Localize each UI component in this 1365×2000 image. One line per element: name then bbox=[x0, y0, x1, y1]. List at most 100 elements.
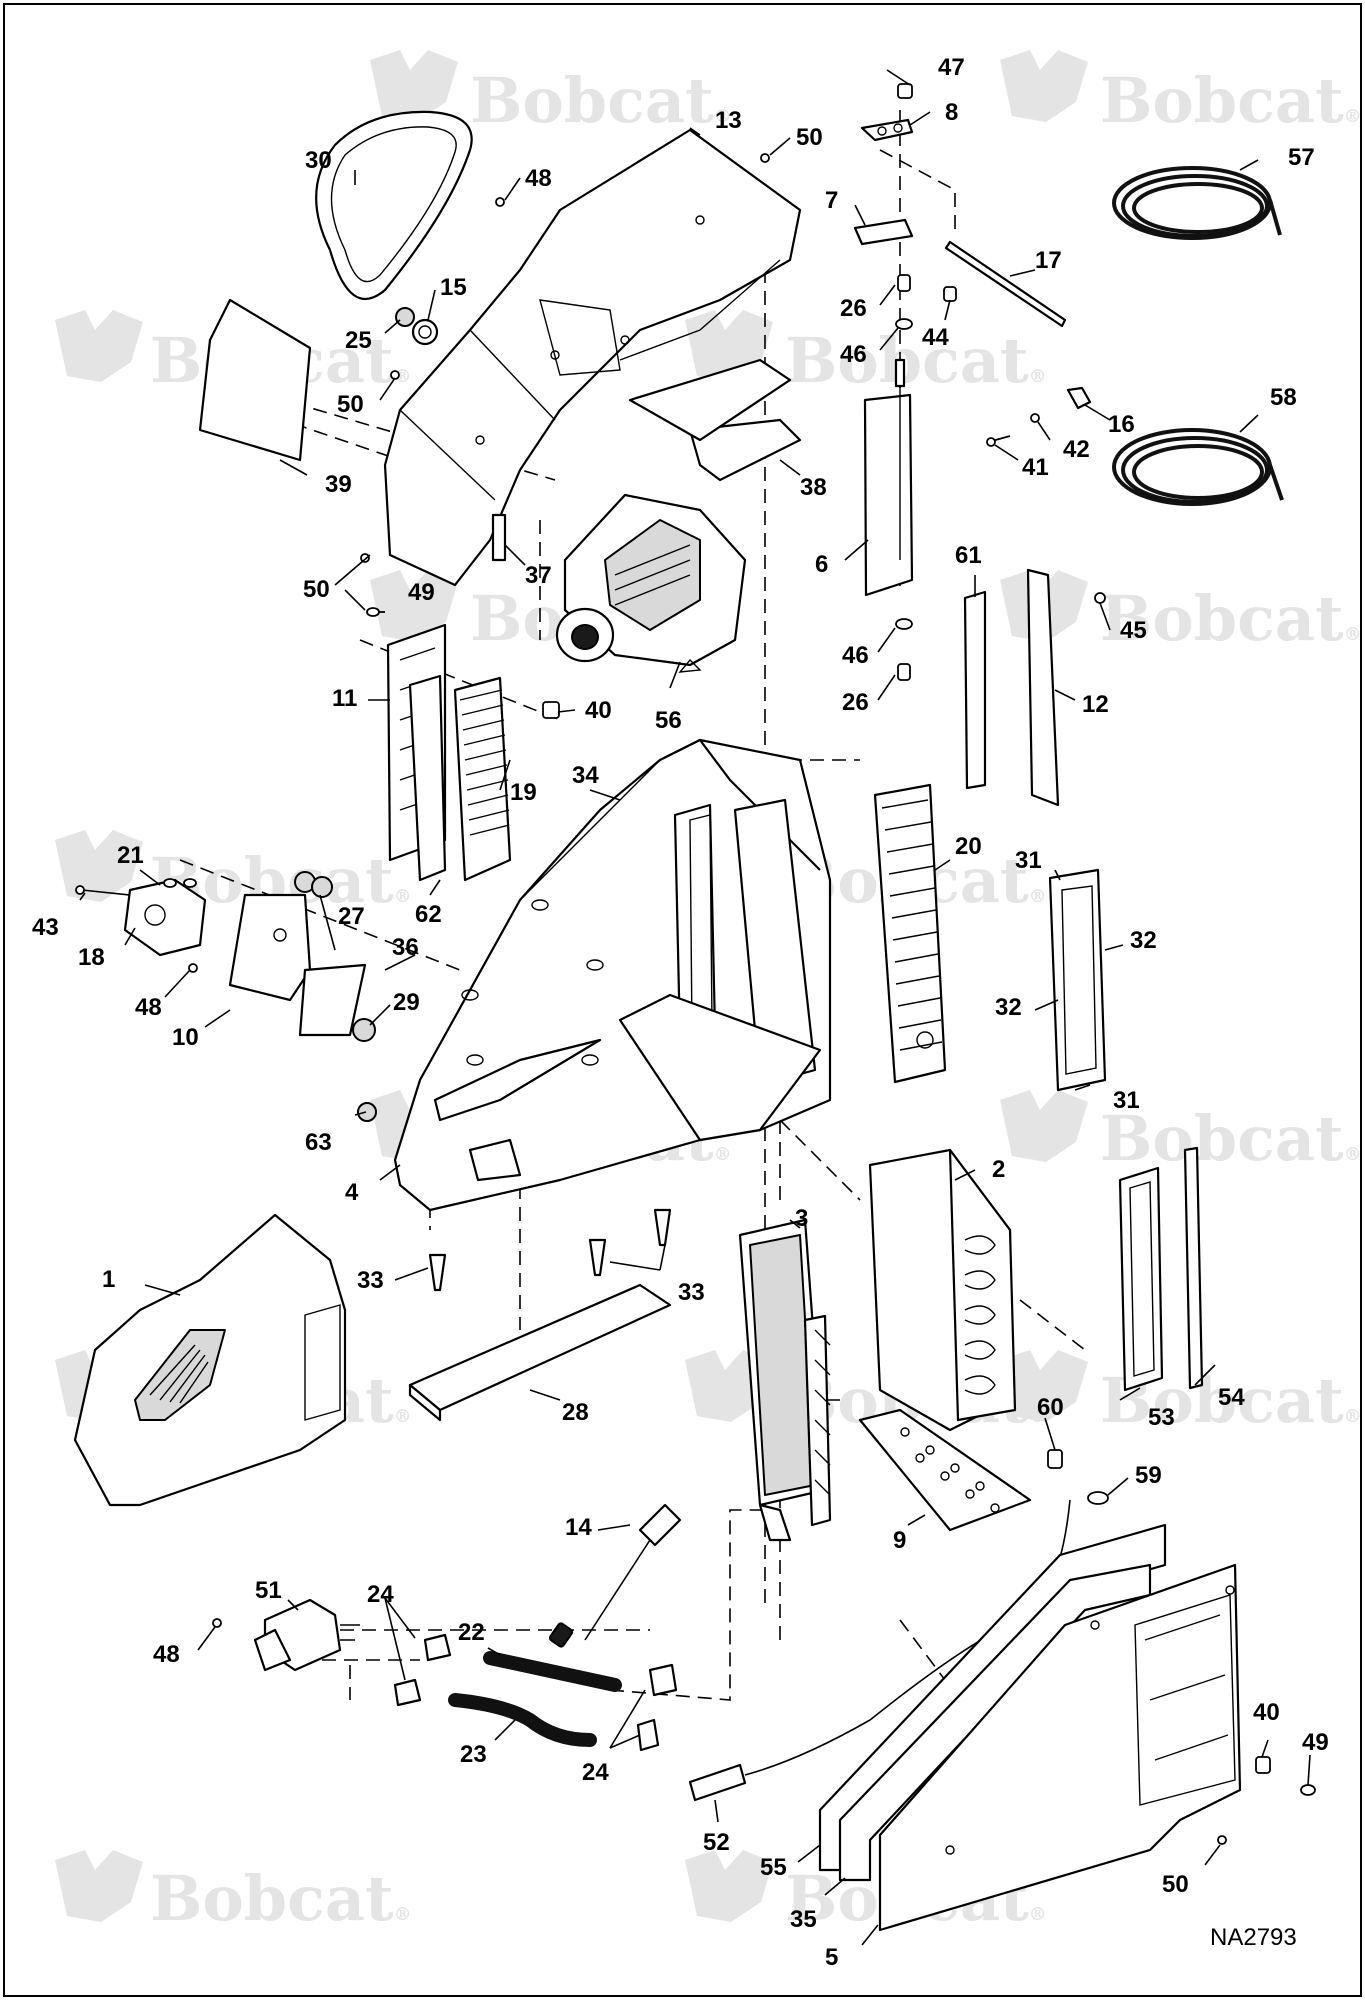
part-26-nut-upper bbox=[897, 274, 911, 292]
callout-46-lower: 46 bbox=[842, 642, 869, 669]
bobcat-watermark-6: Bobcat® bbox=[1100, 582, 1362, 655]
callout-19: 19 bbox=[510, 779, 537, 806]
callout-10: 10 bbox=[172, 1024, 199, 1051]
part-25-grommet bbox=[395, 307, 415, 327]
callout-40-upper: 40 bbox=[585, 697, 612, 724]
part-39-filter-pad bbox=[198, 298, 312, 462]
part-53-seal bbox=[1118, 1166, 1164, 1392]
part-5-side-panel bbox=[878, 1563, 1242, 1932]
part-34-main-housing bbox=[393, 738, 832, 1212]
callout-28: 28 bbox=[562, 1399, 589, 1426]
part-63-grommet bbox=[357, 1102, 377, 1122]
callout-11: 11 bbox=[332, 685, 357, 712]
part-41-screw bbox=[986, 435, 1011, 447]
bobcat-watermark-14: Bobcat® bbox=[150, 1862, 412, 1935]
callout-44: 44 bbox=[922, 324, 949, 351]
bobcat-watermark-logo-5 bbox=[370, 570, 458, 642]
callout-37: 37 bbox=[525, 562, 552, 589]
part-6-door bbox=[863, 358, 914, 597]
part-40-nut-lower bbox=[1255, 1756, 1271, 1774]
part-49-clip bbox=[366, 607, 385, 617]
part-49-clip-lower bbox=[1300, 1784, 1316, 1796]
part-20-filter-frame bbox=[873, 783, 947, 1084]
callout-26-upper: 26 bbox=[840, 295, 867, 322]
part-54-seal bbox=[1183, 1146, 1204, 1390]
callout-30: 30 bbox=[305, 147, 332, 174]
part-42-washer bbox=[1030, 413, 1040, 423]
callout-58: 58 bbox=[1270, 384, 1297, 411]
part-59-clamp bbox=[1087, 1491, 1109, 1505]
callout-26-lower: 26 bbox=[842, 689, 869, 716]
callout-3: 3 bbox=[795, 1205, 808, 1232]
callout-27: 27 bbox=[338, 903, 365, 930]
part-26-nut-lower bbox=[897, 663, 911, 681]
callout-46-upper: 46 bbox=[840, 341, 867, 368]
callout-50-mid: 50 bbox=[303, 576, 330, 603]
bobcat-watermark-10: Bobcat® bbox=[1100, 1102, 1362, 1175]
part-43-bolt bbox=[75, 885, 131, 896]
callout-24-lower: 24 bbox=[582, 1759, 609, 1786]
part-47-nut bbox=[897, 83, 913, 99]
part-1-outer-cover bbox=[73, 1213, 347, 1507]
callout-50-lower: 50 bbox=[1162, 1871, 1189, 1898]
part-7-bracket bbox=[853, 218, 914, 246]
part-13-upper-cover bbox=[383, 128, 802, 587]
bobcat-watermark-logo-7 bbox=[55, 830, 143, 902]
part-60-fitting bbox=[1047, 1449, 1063, 1469]
callout-5: 5 bbox=[825, 1944, 838, 1971]
part-57-hose-coil bbox=[1112, 166, 1282, 240]
part-38-panel bbox=[628, 358, 802, 482]
callout-20: 20 bbox=[955, 833, 982, 860]
callout-36: 36 bbox=[392, 934, 419, 961]
callout-63: 63 bbox=[305, 1129, 332, 1156]
part-23-hose bbox=[448, 1693, 597, 1747]
callout-56: 56 bbox=[655, 707, 682, 734]
callout-33-left: 33 bbox=[357, 1267, 384, 1294]
callout-31-lower: 31 bbox=[1113, 1087, 1140, 1114]
callout-48-top: 48 bbox=[525, 165, 552, 192]
part-16-clip bbox=[1066, 386, 1092, 410]
callout-14: 14 bbox=[565, 1514, 592, 1541]
callout-8: 8 bbox=[945, 99, 958, 126]
bobcat-watermark-4: Bobcat® bbox=[785, 324, 1047, 397]
part-30-gasket bbox=[315, 110, 473, 301]
hardware-nuts-washers bbox=[895, 83, 957, 681]
callout-32-left: 32 bbox=[995, 994, 1022, 1021]
part-51-valve bbox=[253, 1598, 360, 1672]
callout-22: 22 bbox=[458, 1619, 485, 1646]
callout-50-top: 50 bbox=[796, 124, 823, 151]
part-45-screw bbox=[1094, 592, 1106, 604]
callout-48-left: 48 bbox=[135, 994, 162, 1021]
callout-32-right: 32 bbox=[1130, 927, 1157, 954]
bobcat-watermark-1: Bobcat® bbox=[470, 64, 732, 137]
part-50-screw-lower bbox=[1217, 1835, 1227, 1845]
callout-1: 1 bbox=[102, 1266, 115, 1293]
callout-7: 7 bbox=[825, 187, 838, 214]
part-2-evaporator bbox=[868, 1148, 1017, 1432]
bobcat-watermark-logo-2 bbox=[1000, 50, 1088, 122]
part-15-grommet bbox=[411, 318, 439, 346]
callout-54: 54 bbox=[1218, 1384, 1245, 1411]
callout-49-upper: 49 bbox=[408, 579, 435, 606]
bobcat-watermark-logo-1 bbox=[370, 50, 458, 122]
part-56-blower bbox=[555, 493, 747, 673]
callout-29: 29 bbox=[393, 989, 420, 1016]
callout-55: 55 bbox=[760, 1854, 787, 1881]
bobcat-watermark-logo-13 bbox=[1000, 1350, 1088, 1422]
part-19-filter-element bbox=[453, 676, 512, 882]
callout-2: 2 bbox=[992, 1156, 1005, 1183]
callout-24-upper: 24 bbox=[367, 1581, 394, 1608]
callout-17: 17 bbox=[1035, 247, 1062, 274]
callout-47: 47 bbox=[938, 54, 965, 81]
callout-61: 61 bbox=[955, 542, 982, 569]
callout-42: 42 bbox=[1063, 436, 1090, 463]
bobcat-watermark-2: Bobcat® bbox=[1100, 64, 1362, 137]
part-18-actuator bbox=[123, 878, 207, 957]
callout-43: 43 bbox=[32, 914, 59, 941]
callout-33-right: 33 bbox=[678, 1279, 705, 1306]
callout-9: 9 bbox=[893, 1527, 906, 1554]
callout-25: 25 bbox=[345, 327, 372, 354]
part-46-washer-upper bbox=[895, 318, 913, 330]
part-36-plate bbox=[298, 963, 367, 1037]
